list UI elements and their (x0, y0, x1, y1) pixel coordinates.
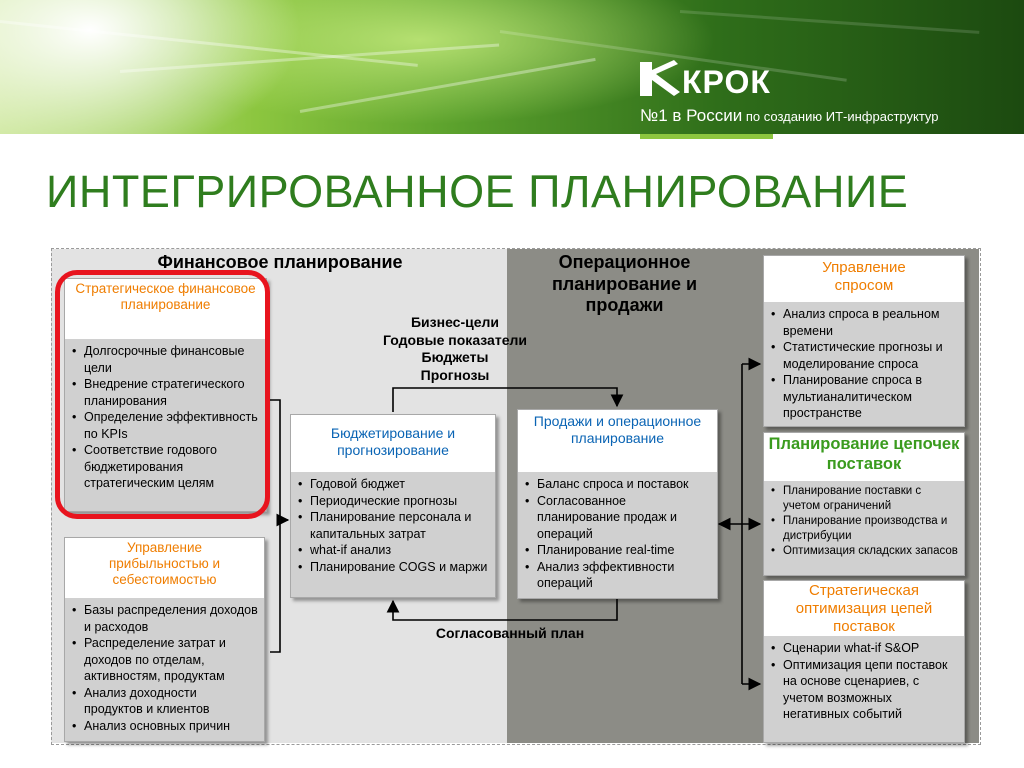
box-strategic-body: Долгосрочные финансовые цели Внедрение с… (65, 338, 266, 511)
brand-name: КРОК (682, 64, 771, 100)
list-item: Планирование real-time (524, 542, 711, 559)
list-item: Анализ спроса в реальном времени (770, 306, 958, 339)
list-item: Оптимизация цепи поставок на основе сцен… (770, 657, 958, 723)
list-item: Распределение затрат и доходов по отдела… (71, 635, 258, 685)
box-demand-list: Анализ спроса в реальном времени Статист… (764, 302, 964, 422)
box-budget-body: Годовой бюджет Периодические прогнозы Пл… (291, 471, 495, 597)
page-title: ИНТЕГРИРОВАННОЕ ПЛАНИРОВАНИЕ (46, 166, 909, 217)
list-item: Анализ эффективности операций (524, 559, 711, 592)
box-supply-list: Планирование поставки с учетом ограничен… (764, 481, 964, 559)
brand-accent-rule (640, 134, 773, 139)
tagline-main: №1 в России (640, 106, 743, 125)
box-strategic-title: Стратегическое финансовое планирование (75, 281, 256, 313)
flow-label-line: Прогнозы (420, 366, 490, 383)
list-item: Анализ доходности продуктов и клиентов (71, 685, 258, 718)
list-item: Планирование производства и дистрибуции (770, 514, 958, 544)
list-item: Планирование персонала и капитальных зат… (297, 509, 489, 542)
list-item: Определение эффективность по KPIs (71, 409, 260, 442)
box-sales-list: Баланс спроса и поставок Согласованное п… (518, 472, 717, 592)
list-item: Сценарии what-if S&OP (770, 640, 958, 657)
list-item: Годовой бюджет (297, 476, 489, 493)
list-item: Базы распределения доходов и расходов (71, 602, 258, 635)
list-item: Планирование спроса в мультианалитическо… (770, 372, 958, 422)
financial-zone-title: Финансовое планирование (157, 252, 403, 272)
list-item: Планирование COGS и маржи (297, 559, 489, 576)
box-budget-list: Годовой бюджет Периодические прогнозы Пл… (291, 472, 495, 575)
box-supply-body: Планирование поставки с учетом ограничен… (764, 480, 964, 575)
box-profit-body: Базы распределения доходов и расходов Ра… (65, 597, 264, 741)
tagline-sub: по созданию ИТ-инфраструктур (742, 109, 939, 124)
box-optim-body: Сценарии what-if S&OP Оптимизация цепи п… (764, 635, 964, 742)
box-sales-operations-planning: Продажи и операционное планирование Бала… (517, 409, 718, 599)
box-optim-list: Сценарии what-if S&OP Оптимизация цепи п… (764, 636, 964, 723)
box-budgeting-forecasting: Бюджетирование и прогнозирование Годовой… (290, 414, 496, 598)
box-profitability-management: Управление прибыльностью и себестоимость… (64, 537, 265, 742)
list-item: what-if анализ (297, 542, 489, 559)
box-supply-chain-planning: Планирование цепочек поставок Планирован… (763, 432, 965, 576)
box-profit-title: Управление прибыльностью и себестоимость… (108, 540, 221, 588)
header-banner: КРОК №1 в России по созданию ИТ-инфрастр… (0, 0, 1024, 134)
list-item: Баланс спроса и поставок (524, 476, 711, 493)
list-item: Соответствие годового бюджетирования стр… (71, 442, 260, 492)
box-budget-title: Бюджетирование и прогнозирование (330, 425, 456, 458)
list-item: Оптимизация складских запасов (770, 544, 958, 559)
list-item: Планирование поставки с учетом ограничен… (770, 484, 958, 514)
flow-label-line: Бизнес-цели (410, 314, 500, 330)
list-item: Долгосрочные финансовые цели (71, 343, 260, 376)
operational-zone-title: Операционное планирование и продажи (551, 252, 698, 316)
flow-label-line: Годовые показатели (383, 331, 527, 348)
diagram-frame (51, 248, 981, 745)
list-item: Согласованное планирование продаж и опер… (524, 493, 711, 543)
box-supply-chain-optimization: Стратегическая оптимизация цепей поставо… (763, 580, 965, 743)
box-sales-body: Баланс спроса и поставок Согласованное п… (518, 471, 717, 598)
brand-tagline: №1 в России по созданию ИТ-инфраструктур (640, 106, 939, 126)
list-item: Анализ основных причин (71, 718, 258, 735)
flow-label-bottom: Согласованный план (435, 625, 585, 641)
box-sales-title: Продажи и операционное планирование (533, 413, 702, 446)
list-item: Периодические прогнозы (297, 493, 489, 510)
krok-logo-icon (638, 60, 698, 98)
box-supply-title: Планирование цепочек поставок (768, 435, 960, 473)
box-demand-body: Анализ спроса в реальном времени Статист… (764, 301, 964, 426)
flow-label-line: Бюджеты (421, 349, 489, 365)
box-profit-list: Базы распределения доходов и расходов Ра… (65, 598, 264, 734)
highlight-ring (55, 270, 270, 519)
list-item: Статистические прогнозы и моделирование … (770, 339, 958, 372)
box-strategic-list: Долгосрочные финансовые цели Внедрение с… (65, 339, 266, 492)
box-demand-title: Управление спросом (822, 259, 906, 294)
flow-label-top: Бизнес-цели Годовые показатели Бюджеты П… (340, 314, 570, 384)
box-optim-title: Стратегическая оптимизация цепей поставо… (795, 582, 933, 635)
box-strategic-financial-planning: Стратегическое финансовое планирование Д… (64, 278, 267, 512)
box-demand-management: Управление спросом Анализ спроса в реаль… (763, 255, 965, 427)
list-item: Внедрение стратегического планирования (71, 376, 260, 409)
